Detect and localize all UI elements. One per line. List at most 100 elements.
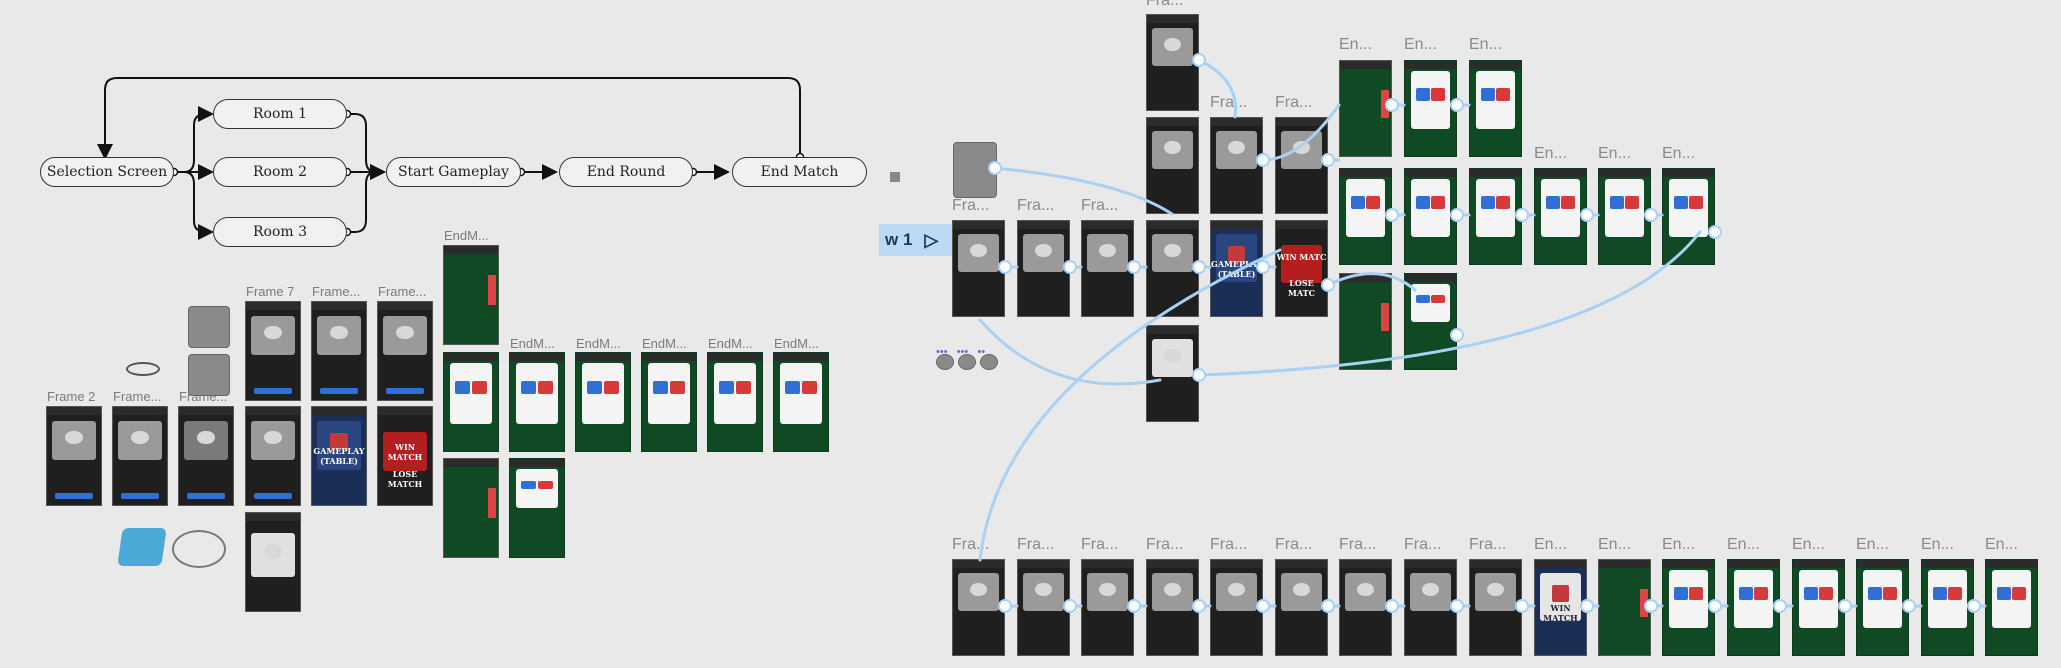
canvas-frame[interactable] xyxy=(773,352,829,452)
lose-match-label: LOSE MATCH xyxy=(387,468,423,489)
canvas-frame[interactable] xyxy=(112,406,168,506)
end-round-label: End Round xyxy=(586,164,666,180)
canvas-frame[interactable] xyxy=(1146,220,1199,317)
play-icon[interactable]: ▷ xyxy=(924,229,939,250)
canvas-frame[interactable] xyxy=(46,406,102,506)
canvas-frame[interactable] xyxy=(575,352,631,452)
canvas-frame[interactable] xyxy=(1081,559,1134,656)
frame-label: Fra... xyxy=(1210,536,1248,553)
canvas-frame[interactable] xyxy=(1339,559,1392,656)
canvas-frame[interactable] xyxy=(641,352,697,452)
end-round-node[interactable]: End Round xyxy=(559,157,693,187)
avatar-icon[interactable] xyxy=(188,354,230,396)
canvas-frame[interactable] xyxy=(1404,273,1457,370)
canvas-frame[interactable] xyxy=(1598,559,1651,656)
canvas-frame[interactable] xyxy=(311,301,367,401)
selection-screen-label: Selection Screen xyxy=(46,164,168,180)
win-match-label: WIN MATCH xyxy=(387,442,423,463)
frame-label: Frame 7 xyxy=(246,284,295,299)
gameplay-table-frame[interactable]: GAMEPLAY (TABLE) xyxy=(1210,220,1263,317)
selection-screen-node[interactable]: Selection Screen xyxy=(40,157,174,187)
win-match-frame[interactable]: WIN MATCH xyxy=(1534,559,1587,656)
canvas-frame[interactable] xyxy=(707,352,763,452)
win-lose-frame[interactable]: WIN MATCH LOSE MATCH xyxy=(377,406,433,506)
canvas-frame[interactable] xyxy=(1339,168,1392,265)
gameplay-table-frame[interactable]: GAMEPLAY (TABLE) xyxy=(311,406,367,506)
canvas-frame[interactable] xyxy=(1210,559,1263,656)
canvas-frame[interactable] xyxy=(443,245,499,345)
frame-label: En... xyxy=(1792,536,1825,553)
canvas-frame[interactable] xyxy=(1146,559,1199,656)
room-3-node[interactable]: Room 3 xyxy=(213,217,347,247)
canvas-frame[interactable] xyxy=(952,220,1005,317)
frame-label: EndM... xyxy=(444,228,489,243)
canvas-frame[interactable] xyxy=(1404,168,1457,265)
end-match-node[interactable]: End Match xyxy=(732,157,867,187)
avatar-icon[interactable] xyxy=(188,306,230,348)
canvas-frame[interactable] xyxy=(1339,60,1392,157)
frame-label: Fra... xyxy=(952,536,990,553)
canvas-frame[interactable] xyxy=(1469,559,1522,656)
avatar-icon[interactable] xyxy=(953,142,997,198)
canvas-frame[interactable] xyxy=(1146,14,1199,111)
canvas-frame[interactable] xyxy=(1275,117,1328,214)
canvas-frame[interactable] xyxy=(1985,559,2038,656)
canvas-frame[interactable] xyxy=(178,406,234,506)
room-1-node[interactable]: Room 1 xyxy=(213,99,347,129)
canvas-frame[interactable] xyxy=(509,352,565,452)
canvas-frame[interactable] xyxy=(1792,559,1845,656)
flow-starting-point-tab[interactable]: w 1 ▷ xyxy=(879,224,954,256)
frame-label: En... xyxy=(1598,145,1631,162)
frame-label: En... xyxy=(1598,536,1631,553)
canvas-frame[interactable] xyxy=(245,512,301,612)
canvas-frame[interactable] xyxy=(1921,559,1974,656)
canvas-frame[interactable] xyxy=(245,301,301,401)
canvas-frame[interactable] xyxy=(377,301,433,401)
bracelet-outline-icon xyxy=(172,530,226,568)
canvas-frame[interactable] xyxy=(1469,168,1522,265)
canvas-frame[interactable] xyxy=(1404,559,1457,656)
bracelet-icon xyxy=(117,528,167,566)
canvas-frame[interactable] xyxy=(1210,117,1263,214)
canvas-frame[interactable] xyxy=(1404,60,1457,157)
canvas-frame[interactable] xyxy=(1856,559,1909,656)
frame-label: Fra... xyxy=(1081,536,1119,553)
room-1-label: Room 1 xyxy=(252,106,308,122)
frame-label: Fra... xyxy=(1210,94,1248,111)
canvas-frame[interactable] xyxy=(1662,168,1715,265)
win-match-label: WIN MATC xyxy=(1276,252,1327,263)
canvas-frame[interactable] xyxy=(952,559,1005,656)
frame-label: En... xyxy=(1469,36,1502,53)
canvas-frame[interactable] xyxy=(1081,220,1134,317)
frame-label: Fra... xyxy=(1404,536,1442,553)
canvas-frame[interactable] xyxy=(1598,168,1651,265)
avatar-icon xyxy=(958,354,976,370)
canvas-frame[interactable] xyxy=(1662,559,1715,656)
canvas-frame[interactable] xyxy=(1146,325,1199,422)
canvas-frame[interactable] xyxy=(509,458,565,558)
canvas-frame[interactable] xyxy=(1727,559,1780,656)
canvas-frame[interactable] xyxy=(1275,559,1328,656)
canvas-frame[interactable] xyxy=(1017,559,1070,656)
frame-label: Fra... xyxy=(1081,197,1119,214)
room-2-node[interactable]: Room 2 xyxy=(213,157,347,187)
canvas-frame[interactable] xyxy=(1146,117,1199,214)
start-gameplay-node[interactable]: Start Gameplay xyxy=(386,157,521,187)
frame-label: Frame... xyxy=(378,284,427,299)
frame-label: Fra... xyxy=(1146,0,1184,9)
canvas-frame[interactable] xyxy=(1017,220,1070,317)
canvas-frame[interactable] xyxy=(1339,273,1392,370)
canvas-frame[interactable] xyxy=(1469,60,1522,157)
frame-label: Fra... xyxy=(952,197,990,214)
canvas-frame[interactable] xyxy=(443,352,499,452)
frame-label: EndM... xyxy=(642,336,687,351)
frame-label: En... xyxy=(1534,536,1567,553)
canvas-frame[interactable] xyxy=(245,406,301,506)
frame-label: Fra... xyxy=(1469,536,1507,553)
avatar-icon xyxy=(980,354,998,370)
frame-label: EndM... xyxy=(576,336,621,351)
canvas-frame[interactable] xyxy=(443,458,499,558)
canvas-frame[interactable] xyxy=(1534,168,1587,265)
end-match-label: End Match xyxy=(760,164,839,180)
